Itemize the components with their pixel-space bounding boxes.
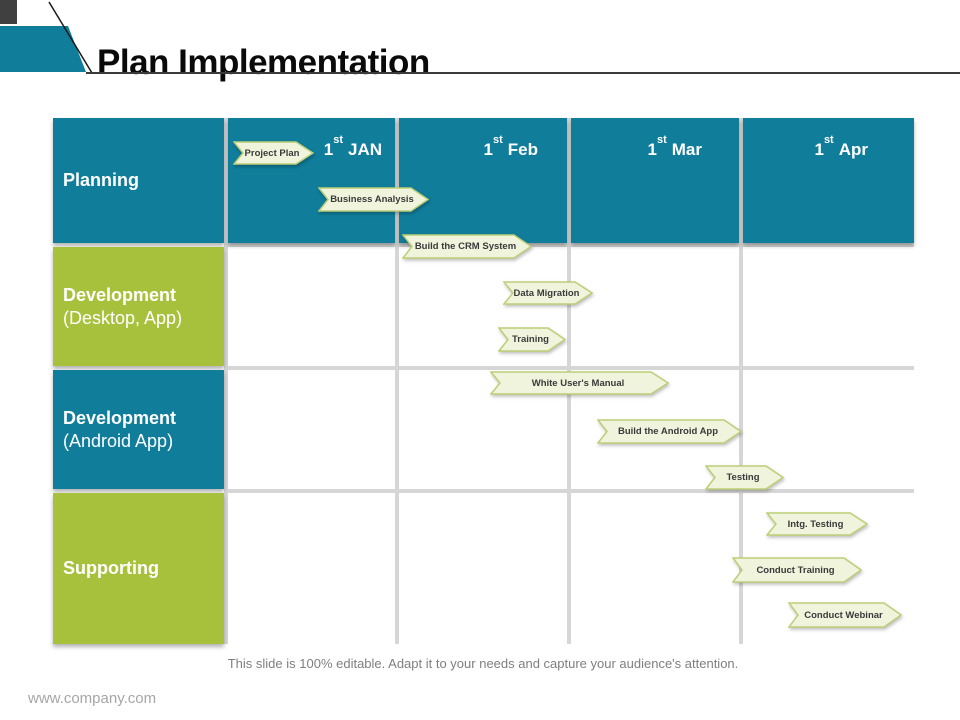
row-title: Development [63,408,177,428]
website-link[interactable]: www.company.com [28,690,157,707]
month-day: 1 [647,140,657,159]
task-arrow-training[interactable]: Training [498,327,566,352]
row-header-supporting: Supporting [53,493,224,644]
task-arrow-intg-testing[interactable]: Intg. Testing [766,512,868,536]
month-name: Mar [671,140,702,159]
task-arrow-white-users-manual[interactable]: White User's Manual [490,371,669,395]
logo-diagonal-line [48,1,93,74]
task-arrow-shape [490,371,669,395]
task-arrow-data-migration[interactable]: Data Migration [503,281,593,305]
row-header-development-desktop: Development (Desktop, App) [53,247,224,366]
logo-square [0,0,17,24]
task-label: Project Plan [244,147,300,159]
month-name: Feb [507,140,538,159]
task-arrow-business-analysis[interactable]: Business Analysis [318,187,429,212]
row-title: Development [63,285,177,305]
task-arrow-build-crm-system[interactable]: Build the CRM System [402,234,532,259]
task-arrow-testing[interactable]: Testing [705,465,784,490]
task-arrow-project-plan[interactable]: Project Plan [233,141,314,165]
task-label: Data Migration [513,287,580,299]
task-arrow-shape [318,187,429,212]
task-label: Intg. Testing [787,518,844,530]
gridline-horizontal [228,243,914,247]
month-name: JAN [347,140,382,159]
footer-note: This slide is 100% editable. Adapt it to… [227,656,739,671]
task-label: White User's Manual [531,377,625,389]
task-arrow-shape [503,281,593,305]
task-arrow-shape [597,419,742,444]
logo-trapezoid [0,26,86,72]
header-rule [86,72,960,74]
task-label: Build the Android App [617,426,719,437]
gridline-vertical [739,118,743,644]
gridline-vertical [395,118,399,644]
task-arrow-conduct-training[interactable]: Conduct Training [732,557,862,583]
task-arrow-shape [402,234,532,259]
task-label: Build the CRM System [414,241,517,252]
task-label: Business Analysis [330,194,414,205]
row-header-planning: Planning [53,118,224,243]
task-arrow-shape [766,512,868,536]
row-title: Supporting [63,558,159,579]
task-arrow-shape [233,141,314,165]
page-title: Plan Implementation [97,43,430,83]
month-day: 1 [814,140,824,159]
task-label: Conduct Webinar [804,609,883,621]
task-arrow-shape [788,602,902,628]
month-name: Apr [838,140,868,159]
gridline-horizontal [228,489,914,493]
task-label: Conduct Training [756,564,835,576]
row-title: Planning [63,170,139,191]
task-arrow-shape [705,465,784,490]
row-header-development-android: Development (Android App) [53,370,224,489]
row-subtitle: (Android App) [63,430,174,451]
logo-shape [0,0,93,74]
gridline-vertical [224,118,228,644]
gridline-horizontal [228,366,914,370]
task-arrow-build-android-app[interactable]: Build the Android App [597,419,742,444]
row-subtitle: (Desktop, App) [63,307,183,328]
month-day: 1 [483,140,493,159]
task-label: Testing [726,472,760,483]
task-label: Training [512,334,549,345]
task-arrow-shape [498,327,566,352]
task-arrow-shape [732,557,862,583]
task-arrow-conduct-webinar[interactable]: Conduct Webinar [788,602,902,628]
month-day: 1 [323,140,334,159]
